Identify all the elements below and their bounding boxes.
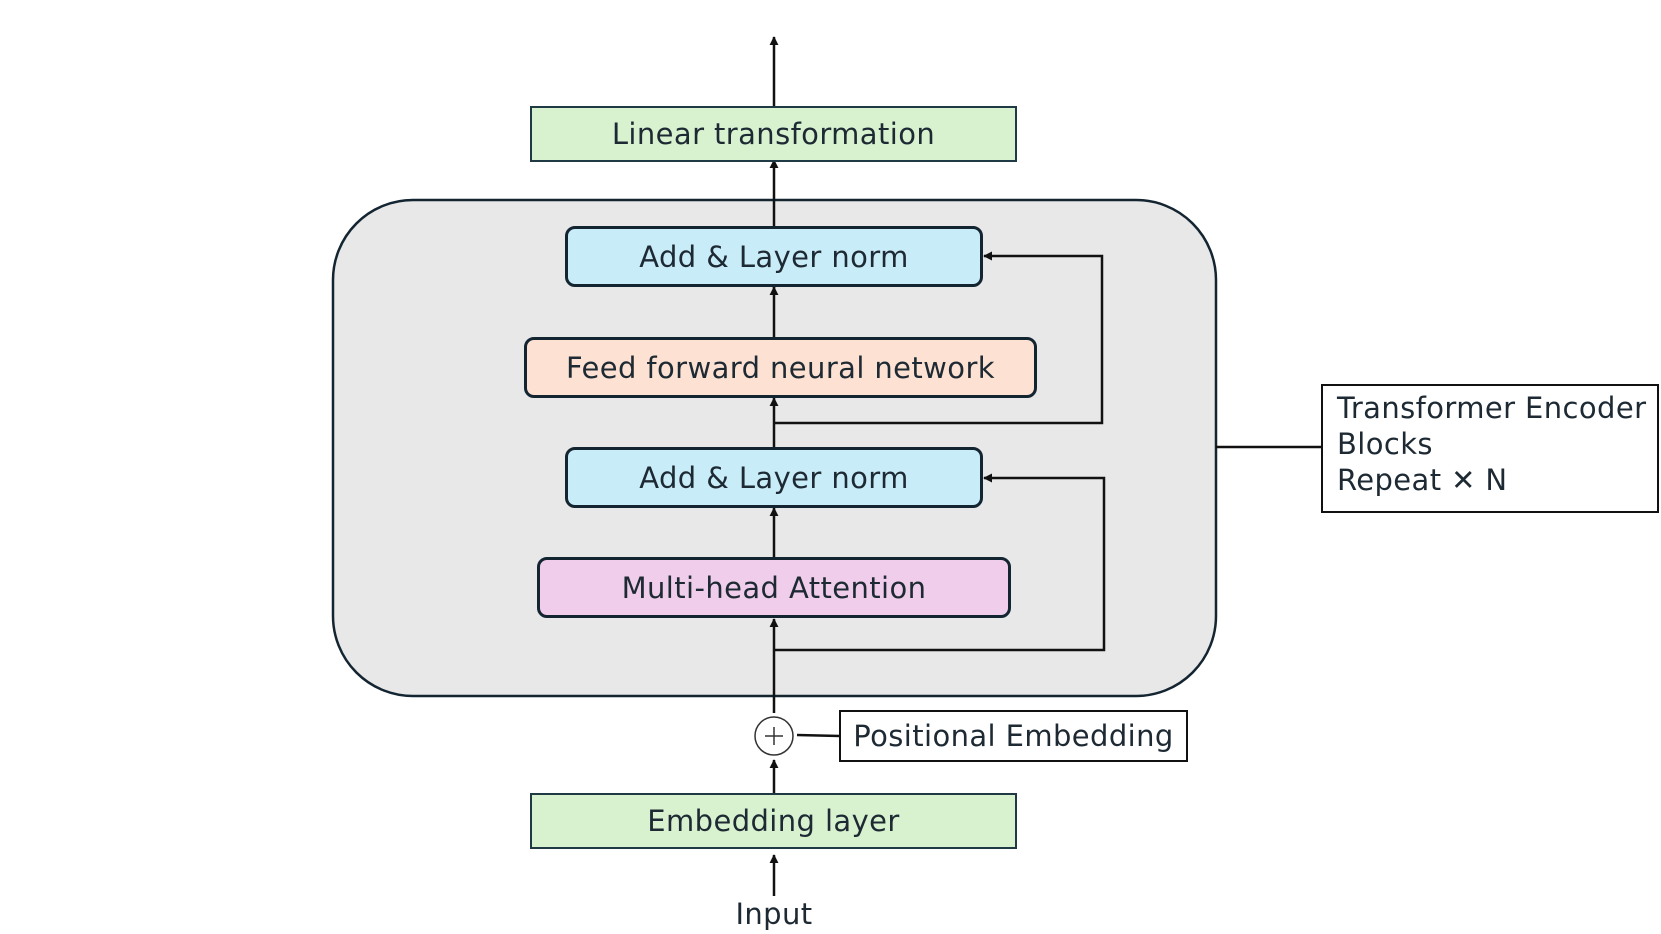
add-layer-norm-top-label: Add & Layer norm	[639, 239, 909, 274]
residual-connection-bottom	[774, 473, 1106, 652]
embedding-layer-box: Embedding layer	[530, 793, 1017, 849]
encoder-label-line3: Repeat ✕ N	[1337, 463, 1508, 497]
positional-embedding-connector	[796, 733, 841, 738]
embedding-layer-label: Embedding layer	[647, 804, 900, 838]
residual-connection-top	[774, 251, 1104, 425]
encoder-block-label: Transformer Encoder Blocks Repeat ✕ N	[1321, 384, 1659, 513]
multi-head-attention-box: Multi-head Attention	[537, 557, 1011, 618]
add-layer-norm-bottom-box: Add & Layer norm	[565, 447, 983, 508]
encoder-label-line1: Transformer Encoder	[1337, 391, 1647, 425]
positional-embedding-box: Positional Embedding	[839, 710, 1188, 762]
feed-forward-label: Feed forward neural network	[566, 350, 995, 385]
add-layer-norm-top-box: Add & Layer norm	[565, 226, 983, 287]
feed-forward-box: Feed forward neural network	[524, 337, 1037, 398]
multi-head-attention-label: Multi-head Attention	[621, 570, 927, 605]
input-label: Input	[735, 897, 813, 931]
linear-transformation-label: Linear transformation	[611, 117, 936, 151]
linear-transformation-box: Linear transformation	[530, 106, 1017, 162]
positional-embedding-label: Positional Embedding	[853, 719, 1174, 753]
encoder-label-line2: Blocks	[1337, 427, 1433, 461]
add-layer-norm-bottom-label: Add & Layer norm	[639, 460, 909, 495]
